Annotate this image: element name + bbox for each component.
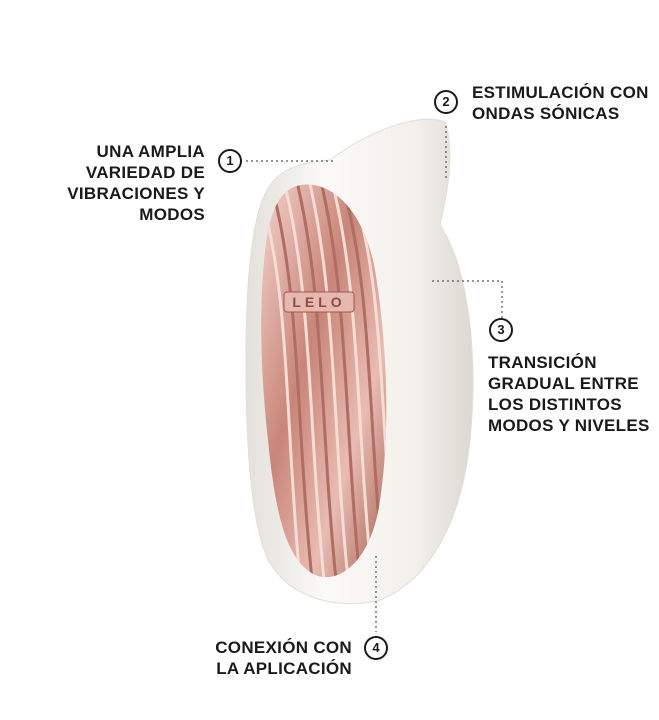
feature-2-line-1: ESTIMULACIÓN CON (472, 83, 649, 102)
feature-2-line-2: ONDAS SÓNICAS (472, 104, 620, 123)
feature-1-line-2: VARIEDAD DE (85, 163, 205, 182)
feature-1-label: UNA AMPLIA VARIEDAD DE VIBRACIONES Y MOD… (67, 141, 205, 225)
feature-1-badge: 1 (218, 149, 242, 173)
feature-4-line-2: LA APLICACIÓN (216, 659, 352, 678)
brand-plate (283, 291, 355, 313)
leader-lines (246, 126, 503, 632)
feature-4-badge: 4 (364, 636, 388, 660)
feature-2-label: ESTIMULACIÓN CON ONDAS SÓNICAS (472, 82, 649, 124)
leader-line-3 (432, 280, 503, 318)
feature-1-line-4: MODOS (139, 205, 205, 224)
feature-1-line-1: UNA AMPLIA (96, 142, 205, 161)
feature-1-line-3: VIBRACIONES Y (67, 184, 205, 203)
feature-3-line-3: LOS DISTINTOS (488, 395, 622, 414)
feature-4-label: CONEXIÓN CON LA APLICACIÓN (215, 637, 352, 679)
feature-3-label: TRANSICIÓN GRADUAL ENTRE LOS DISTINTOS M… (488, 352, 650, 436)
feature-2-badge: 2 (434, 90, 458, 114)
brand-mark: LELO (292, 294, 345, 310)
feature-4-line-1: CONEXIÓN CON (215, 638, 352, 657)
feature-3-line-4: MODOS Y NIVELES (488, 416, 650, 435)
feature-3-line-1: TRANSICIÓN (488, 353, 597, 372)
feature-3-line-2: GRADUAL ENTRE (488, 374, 639, 393)
feature-3-badge: 3 (489, 318, 513, 342)
